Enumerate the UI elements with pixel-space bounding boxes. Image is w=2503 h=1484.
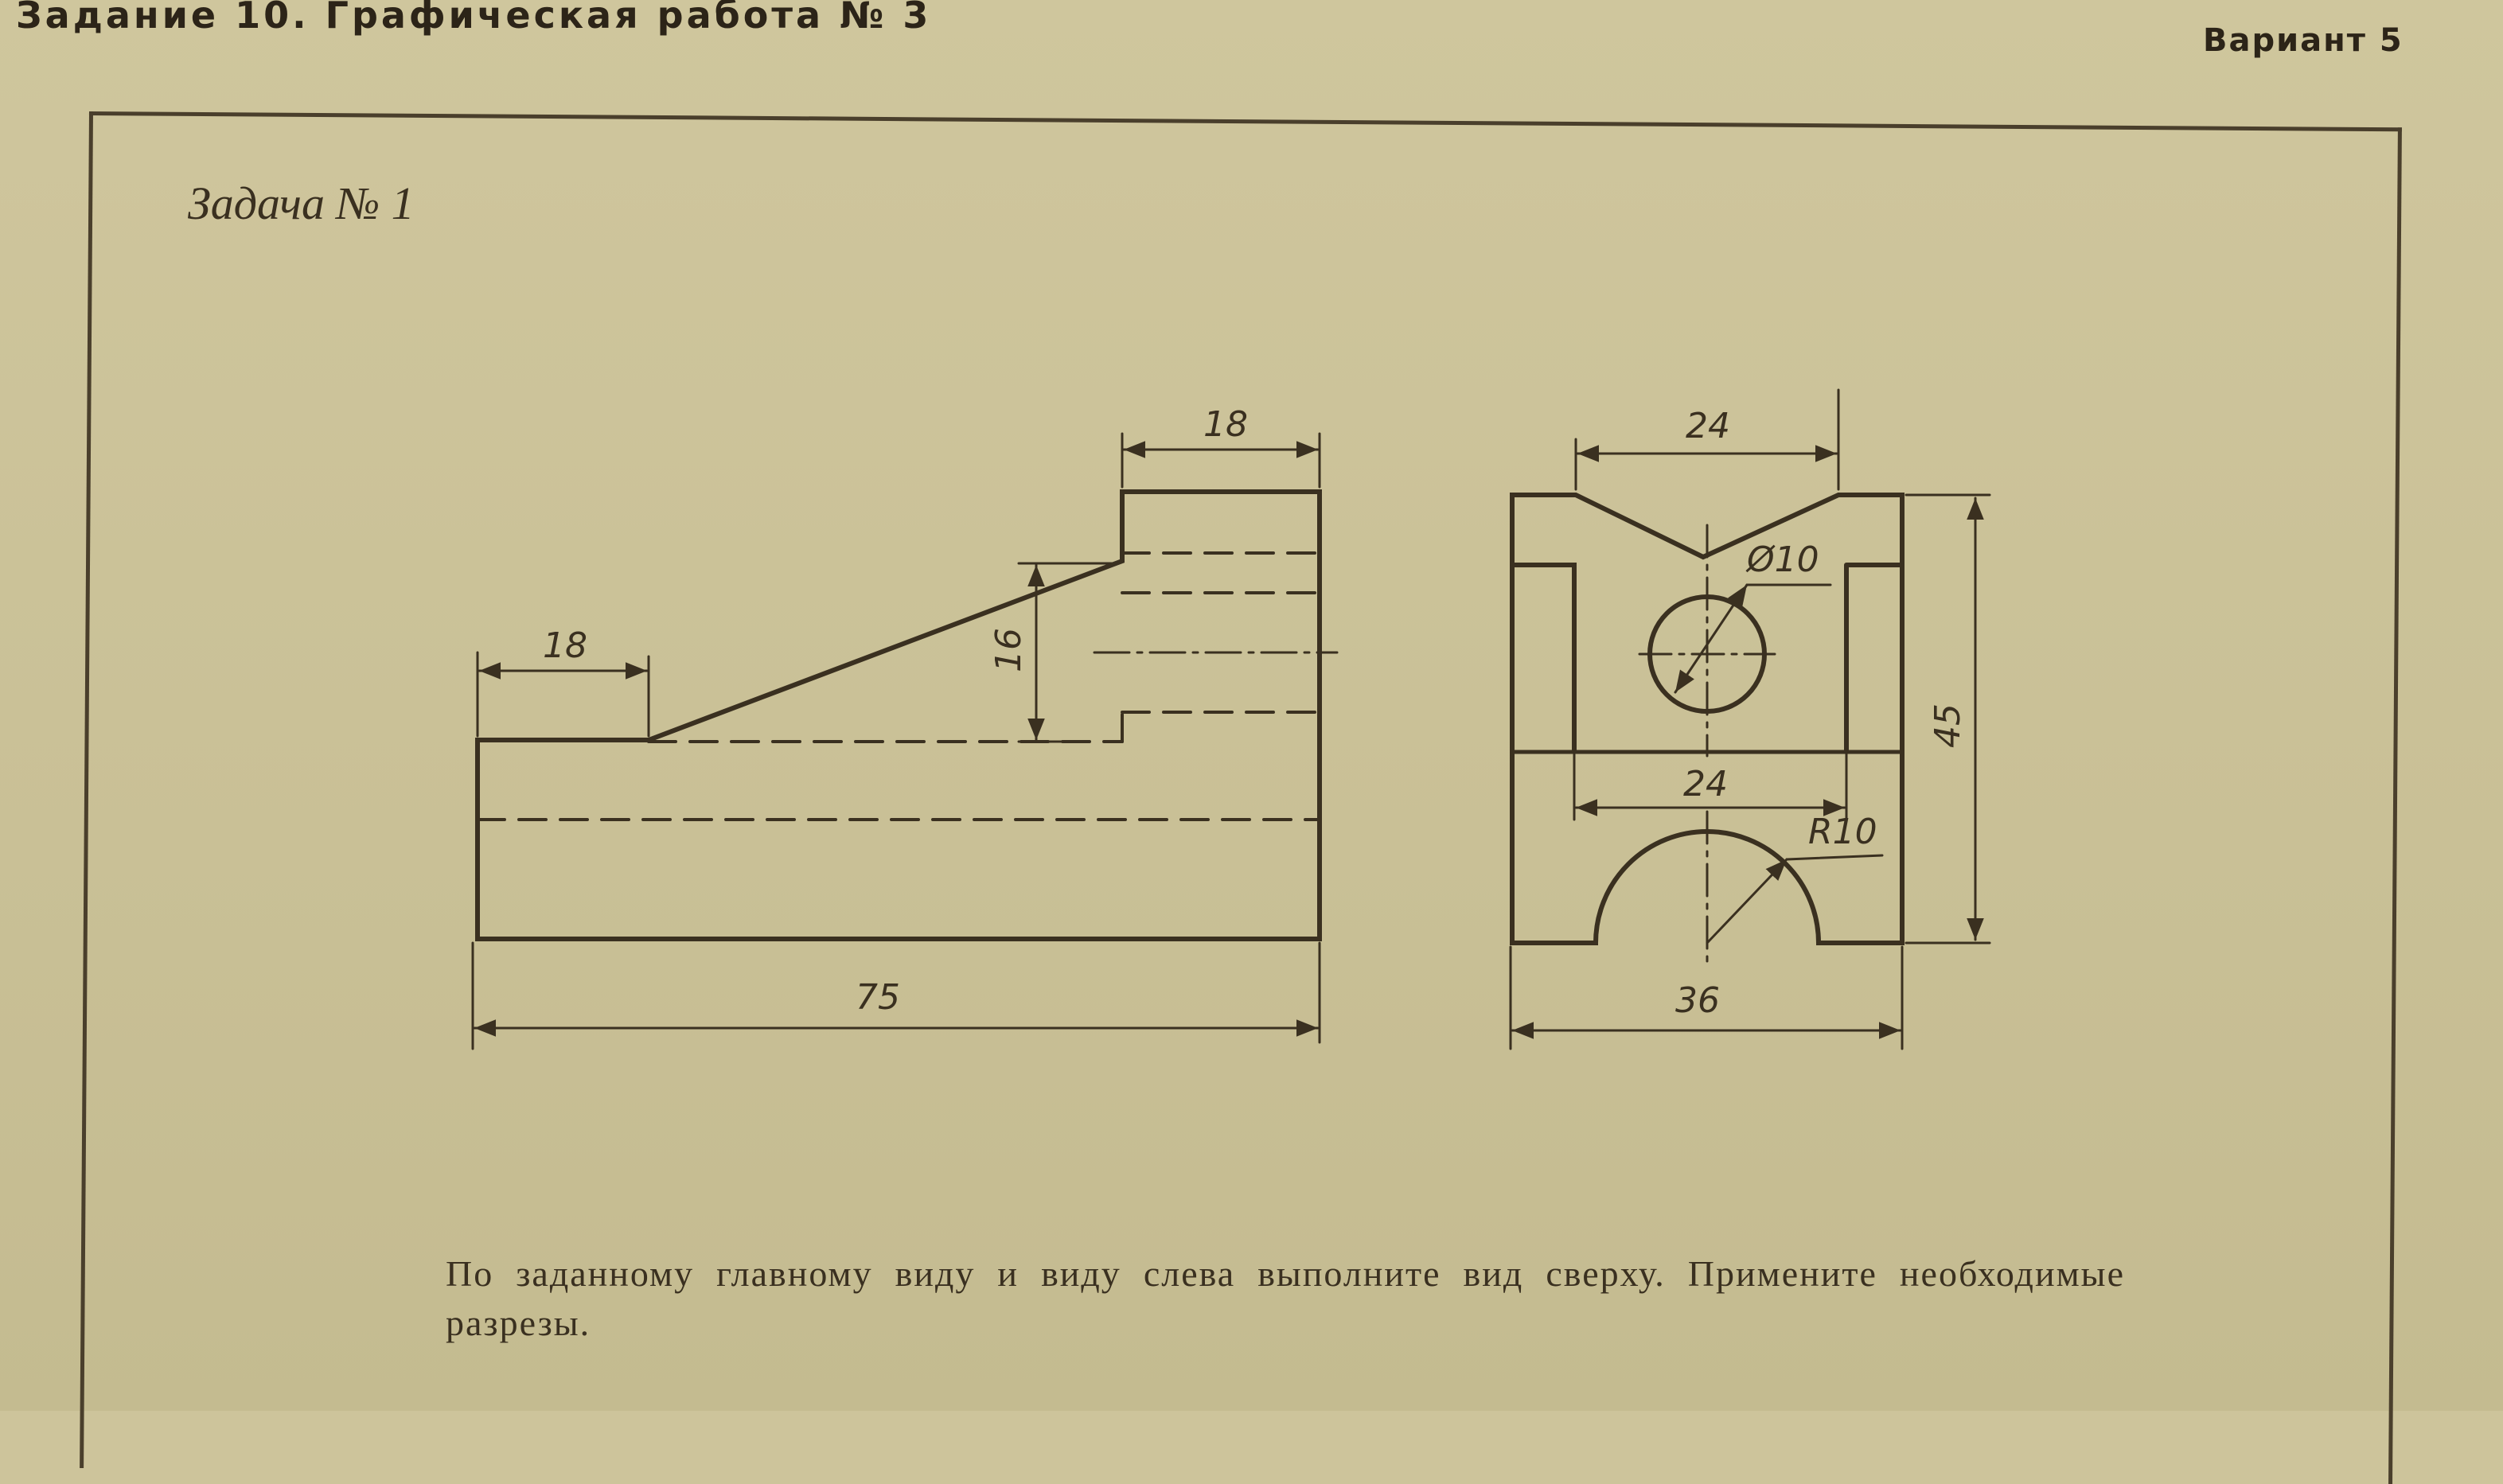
side-view-center-lines [1638, 524, 1776, 964]
side-view-slot [1510, 563, 1905, 754]
dim-text-top-width: 18 [1203, 404, 1248, 445]
side-view-outline [1510, 493, 1905, 945]
front-view-outline [475, 489, 1322, 941]
page-background [0, 0, 2503, 1411]
side-view [1509, 388, 1991, 1050]
front-view [471, 432, 1339, 1050]
dim-text-arc-radius: R10 [1808, 812, 1877, 852]
variant-label: Вариант 5 [2203, 22, 2404, 59]
dim-text-slope-height: 16 [988, 628, 1029, 672]
task-title: Задача № 1 [188, 177, 415, 229]
front-view-hidden-lines [476, 551, 1321, 821]
dim-text-overall-length: 75 [856, 977, 900, 1018]
technical-drawing: 18 18 16 75 [471, 388, 1991, 1050]
dim-text-slot-width: 24 [1683, 764, 1728, 804]
task-instruction: По заданному главному виду и виду слева … [446, 1253, 2125, 1343]
dim-text-left-step: 18 [543, 625, 587, 666]
dim-text-hole-diameter: Ø10 [1745, 539, 1819, 580]
dim-text-v-notch: 24 [1686, 406, 1730, 446]
dim-text-overall-width: 36 [1675, 980, 1720, 1021]
dim-text-overall-height: 45 [1928, 703, 1968, 748]
section-title: Задание 10. Графическая работа № 3 [16, 0, 932, 37]
